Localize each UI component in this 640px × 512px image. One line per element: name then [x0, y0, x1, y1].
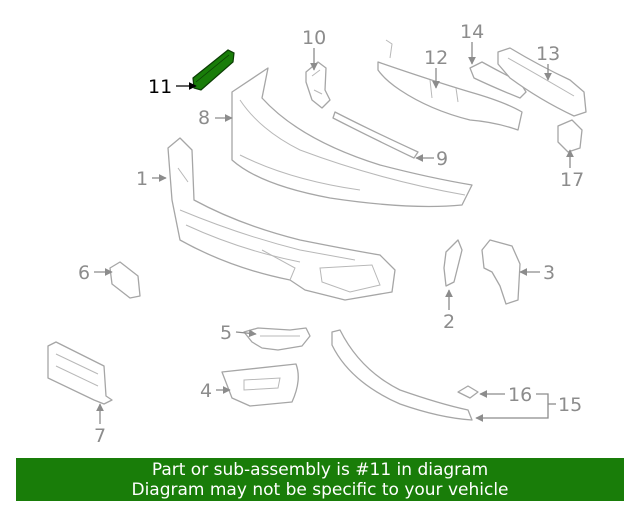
callout-17: 17	[560, 169, 584, 191]
part-5-bracket	[243, 327, 311, 351]
callout-8: 8	[198, 107, 210, 129]
callout-3: 3	[543, 262, 555, 284]
callout-1: 1	[136, 168, 148, 190]
callout-2: 2	[443, 311, 455, 333]
callout-10: 10	[302, 27, 326, 49]
part-1-bumper-cover	[167, 137, 396, 301]
callout-15: 15	[558, 394, 582, 416]
callout-16: 16	[508, 384, 532, 406]
part-15-spoiler	[331, 329, 473, 421]
part-8-upper-cover	[231, 67, 473, 208]
callout-5: 5	[220, 322, 232, 344]
banner-line-1: Part or sub-assembly is #11 in diagram	[151, 460, 489, 480]
banner-line-2: Diagram may not be specific to your vehi…	[131, 480, 509, 500]
callout-14: 14	[460, 21, 484, 43]
part-10-bracket	[305, 61, 331, 109]
part-6-bracket	[109, 261, 141, 299]
part-14-bracket	[469, 61, 527, 99]
callout-9: 9	[436, 148, 448, 170]
part-3-bracket	[481, 239, 521, 305]
callout-11: 11	[148, 76, 172, 98]
callout-12: 12	[424, 47, 448, 69]
part-12-reinforcement	[377, 39, 523, 131]
callout-4: 4	[200, 380, 212, 402]
parts-diagram: 1 2 3 4 5 6 7 8 9 10 11 12 13 14 15 16 1…	[47, 21, 587, 447]
part-4-cover	[221, 363, 299, 407]
part-11-bracket-highlighted[interactable]	[192, 49, 235, 91]
part-17-clip	[557, 119, 583, 153]
callout-6: 6	[78, 262, 90, 284]
callout-13: 13	[536, 43, 560, 65]
part-7-plate-bracket	[47, 341, 113, 405]
part-2-bracket	[443, 239, 463, 287]
callout-7: 7	[94, 425, 106, 447]
part-16-clip	[457, 385, 479, 399]
part-13-bracket	[497, 47, 587, 117]
leader-lines	[94, 42, 574, 424]
part-9-strip	[332, 111, 419, 159]
info-banner: Part or sub-assembly is #11 in diagram D…	[16, 458, 624, 501]
